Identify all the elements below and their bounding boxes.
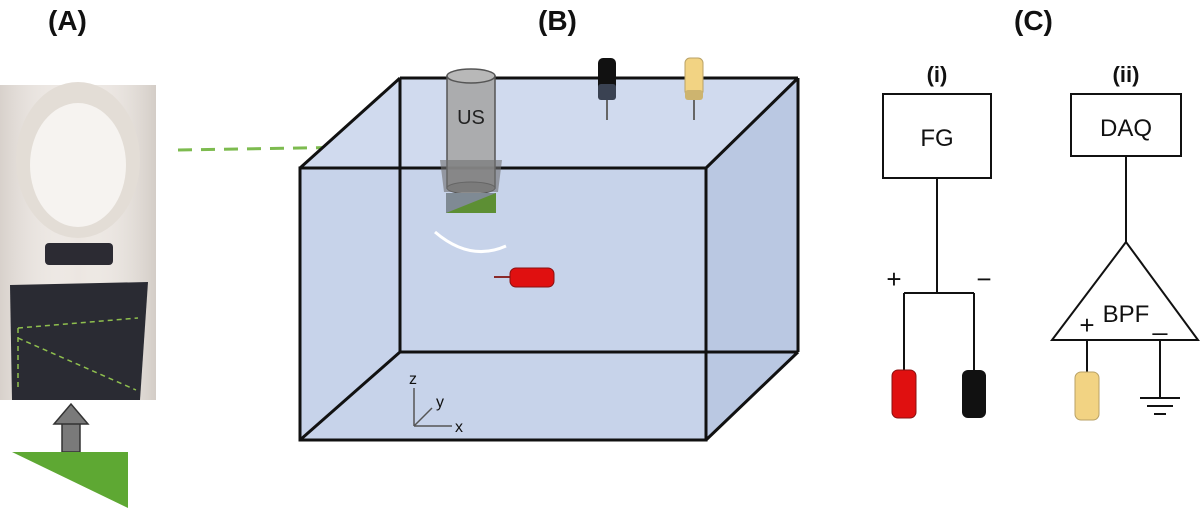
bpf-label: BPF	[1103, 301, 1150, 328]
dashed-arrow-shaft	[177, 144, 421, 152]
fg-minus-sign: −	[976, 264, 991, 294]
bpf-triangle	[1049, 240, 1200, 341]
daq-box	[1070, 93, 1182, 157]
daq-label: DAQ	[1100, 115, 1152, 142]
panel-b-label: (B)	[538, 5, 577, 36]
bpf-minus-sign: _	[1152, 306, 1168, 336]
water-tank	[298, 76, 800, 442]
green-wedge	[12, 452, 128, 508]
fg-label: FG	[920, 125, 953, 152]
electrode-black	[962, 370, 986, 418]
electrode-red	[891, 369, 917, 419]
transducer-photo	[0, 82, 156, 400]
fg-plus-sign: +	[886, 264, 901, 294]
bpf-plus-sign: +	[1079, 310, 1094, 340]
panel-c-label: (C)	[1014, 5, 1053, 36]
sub-label-ii: (ii)	[1113, 62, 1140, 87]
axis-indicator: z y x	[409, 371, 463, 436]
ultrasound-transducer: US	[440, 68, 502, 213]
function-generator-circuit: FG + −	[882, 93, 992, 419]
up-arrow	[52, 402, 90, 453]
daq-circuit: DAQ BPF + _	[1049, 93, 1200, 421]
electrode-yellow-top	[684, 57, 704, 120]
ultrasound-wave	[434, 230, 507, 253]
axis-y-label: y	[436, 394, 444, 411]
transducer-label: US	[457, 107, 485, 129]
sub-label-i: (i)	[927, 62, 948, 87]
fg-box	[882, 93, 992, 179]
axis-x-label: x	[455, 419, 463, 436]
electrode-yellow	[1074, 371, 1100, 421]
electrode-black-top	[598, 58, 616, 120]
axis-z-label: z	[409, 371, 417, 388]
panel-a-label: (A)	[48, 5, 87, 36]
ground-symbol	[1140, 340, 1180, 415]
electrode-red-inside	[494, 267, 555, 288]
